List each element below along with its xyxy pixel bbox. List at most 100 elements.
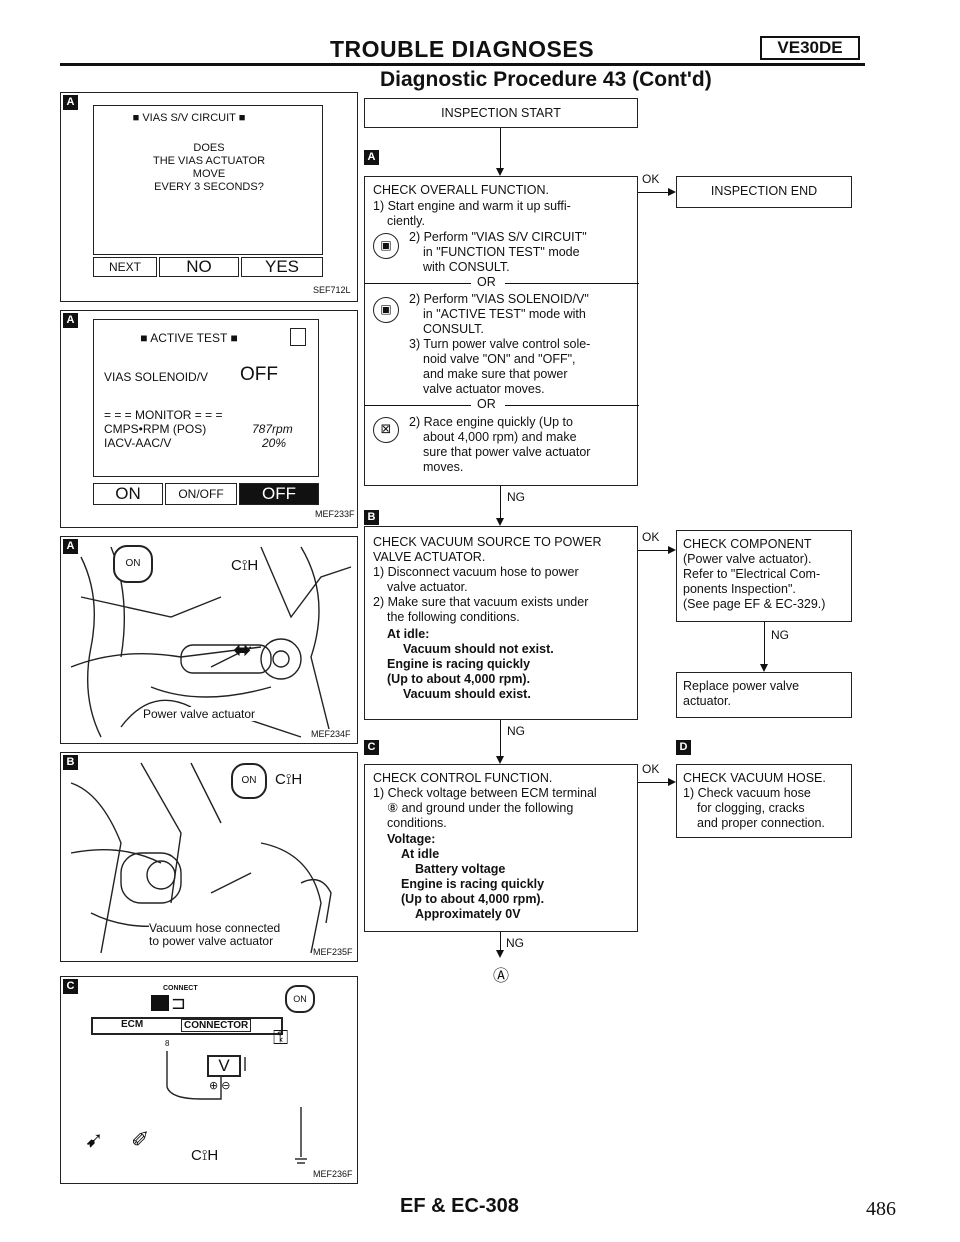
connector-line [638, 192, 668, 193]
step-line: ponents Inspection". [683, 582, 796, 596]
step-line: about 4,000 rpm) and make [423, 430, 577, 444]
page-reference: EF & EC-308 [400, 1195, 519, 1217]
step-line: Replace power valve [683, 679, 800, 693]
consult-screen-active-test: ■ ACTIVE TEST ■ VIAS SOLENOID/V OFF = = … [93, 319, 319, 477]
consult-icon: ON [231, 763, 267, 799]
badge-b: B [364, 510, 379, 525]
step-line: 1) Check vacuum hose [683, 786, 811, 800]
on-button[interactable]: ON [93, 483, 163, 505]
step-line: 3) Turn power valve control sole- [409, 337, 591, 351]
connector-line [500, 720, 501, 758]
condition-line: Vacuum should not exist. [403, 642, 554, 656]
step-line: in "ACTIVE TEST" mode with [423, 307, 586, 321]
figure-ref: MEF235F [313, 947, 353, 957]
arrow-down-icon [496, 756, 504, 764]
screen-question-1: DOES [193, 142, 225, 154]
plug-icon: ⊐ [171, 993, 187, 1013]
connector-line [764, 622, 765, 666]
ng-label: NG [506, 936, 524, 950]
pedal-icon: ✐ [131, 1127, 150, 1152]
step-line: (See page EF & EC-329.) [683, 597, 826, 611]
consult-icon: ON [285, 985, 315, 1013]
off-button[interactable]: OFF [239, 483, 319, 505]
arrow-right-icon [668, 546, 676, 554]
step-line: 2) Race engine quickly (Up to [409, 415, 573, 429]
ignition-key-icon: ⚿ [273, 1027, 289, 1049]
step-line: valve actuator. [387, 580, 468, 594]
arrow-down-icon [496, 168, 504, 176]
yes-button[interactable]: YES [241, 257, 323, 277]
check-overall-box: CHECK OVERALL FUNCTION. 1) Start engine … [364, 176, 639, 486]
on-off-button[interactable]: ON/OFF [165, 483, 237, 505]
consult-icon: ▣ [373, 233, 399, 259]
continue-symbol: Ⓐ [493, 968, 510, 985]
connector-label: CONNECTOR [181, 1019, 252, 1032]
check-vacuum-box: CHECK VACUUM SOURCE TO POWER VALVE ACTUA… [364, 526, 638, 720]
ng-label: NG [771, 628, 789, 642]
step-line: VALVE ACTUATOR. [373, 550, 486, 564]
ok-label: OK [642, 172, 660, 186]
step-line: 1) Check voltage between ECM terminal [373, 786, 597, 800]
condition-line: Voltage: [387, 832, 436, 846]
consult-icon: ▣ [373, 297, 399, 323]
badge-a: A [63, 313, 78, 328]
screen-title: ■ VIAS S/V CIRCUIT ■ [132, 112, 246, 124]
or-rule [505, 405, 639, 406]
no-tools-icon: ⊠ [373, 417, 399, 443]
screen-question-4: EVERY 3 SECONDS? [154, 181, 264, 193]
or-rule [505, 283, 639, 284]
consult-screen-function-test: ■ VIAS S/V CIRCUIT ■ DOES THE VIAS ACTUA… [93, 105, 323, 255]
step-line: and proper connection. [697, 816, 825, 830]
arrow-right-icon [668, 778, 676, 786]
step-line: for clogging, cracks [697, 801, 805, 815]
ok-label: OK [642, 530, 660, 544]
step-title: CHECK VACUUM HOSE. [683, 771, 826, 785]
step-title: CHECK CONTROL FUNCTION. [373, 771, 553, 785]
condition-line: Vacuum should exist. [403, 687, 531, 701]
page-title: TROUBLE DIAGNOSES [330, 36, 595, 62]
replace-box: Replace power valve actuator. [676, 672, 852, 718]
consult-icon: ON [113, 545, 153, 583]
step-line: valve actuator moves. [423, 382, 545, 396]
badge-a: A [63, 539, 78, 554]
step-line: in "FUNCTION TEST" mode [423, 245, 580, 259]
arrow-down-icon [496, 950, 504, 958]
ng-label: NG [507, 724, 525, 738]
condition-line: At idle: [387, 627, 430, 641]
step-line: noid valve "ON" and "OFF", [423, 352, 576, 366]
step-title: CHECK COMPONENT [683, 537, 812, 551]
figure-ref: MEF234F [311, 729, 351, 739]
step-line: Refer to "Electrical Com- [683, 567, 821, 581]
panel-a1: A ■ VIAS S/V CIRCUIT ■ DOES THE VIAS ACT… [60, 92, 358, 302]
arrow-down-icon [760, 664, 768, 672]
step-line: 2) Perform "VIAS S/V CIRCUIT" [409, 230, 587, 244]
screen-question-2: THE VIAS ACTUATOR [152, 155, 266, 167]
title-rule [60, 63, 865, 66]
step-line: (Power valve actuator). [683, 552, 812, 566]
voltmeter: V [207, 1055, 241, 1077]
engine-start-icon: C⟟H [191, 1147, 219, 1164]
monitor-row-2-name: IACV-AAC/V [104, 436, 172, 450]
arrow-right-icon [668, 188, 676, 196]
step-line: actuator. [683, 694, 731, 708]
step-line: the following conditions. [387, 610, 520, 624]
connect-label: CONNECT [163, 985, 198, 992]
panel-a2: A ■ ACTIVE TEST ■ VIAS SOLENOID/V OFF = … [60, 310, 358, 528]
step-line: conditions. [387, 816, 447, 830]
condition-line: Engine is racing quickly [387, 657, 531, 671]
engine-code-box: VE30DE [760, 36, 860, 60]
connector-line [500, 486, 501, 520]
step-line: with CONSULT. [423, 260, 510, 274]
arrow-icon: ⬌ [233, 637, 252, 662]
no-button[interactable]: NO [159, 257, 239, 277]
monitor-row-1-name: CMPS•RPM (POS) [104, 422, 207, 436]
step-title: CHECK OVERALL FUNCTION. [373, 183, 549, 197]
condition-line: Engine is racing quickly [401, 877, 545, 891]
next-button[interactable]: NEXT [93, 257, 157, 277]
badge-b: B [63, 755, 78, 770]
caption-line-1: Vacuum hose connected [149, 921, 281, 935]
ecm-label: ECM [121, 1019, 144, 1030]
condition-line: Battery voltage [415, 862, 506, 876]
condition-line: Approximately 0V [415, 907, 521, 921]
page-number: 486 [866, 1198, 896, 1220]
